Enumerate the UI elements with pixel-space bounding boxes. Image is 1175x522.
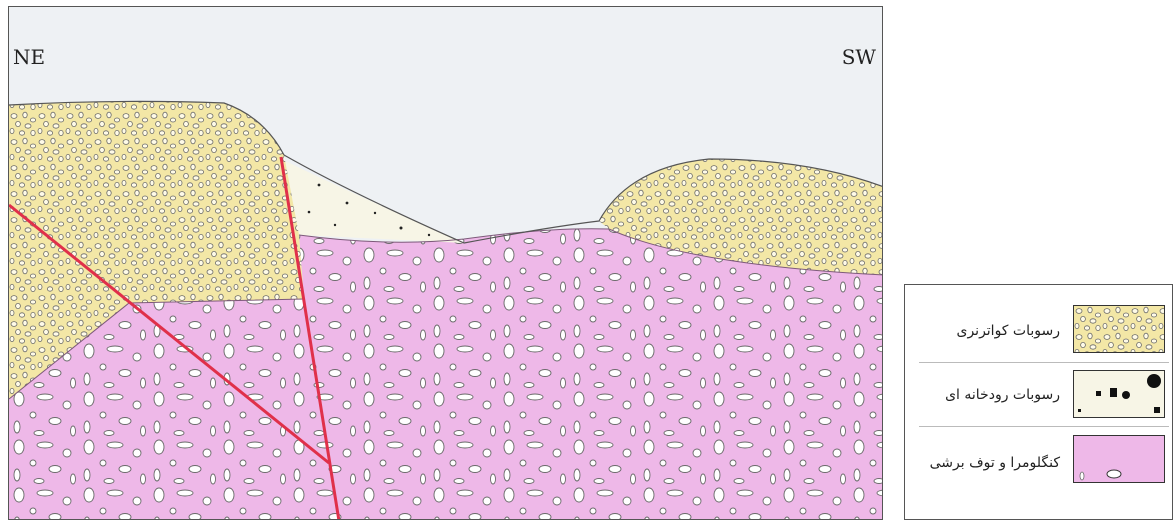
legend-label-alluvium: رسوبات رودخانه ای [945,387,1060,403]
legend-divider [919,362,1169,363]
direction-label-sw: SW [842,45,876,69]
cross-section-drawing [9,7,883,520]
direction-label-ne: NE [13,45,45,69]
legend-swatch-alluvium [1073,370,1165,418]
legend-panel: رسوبات کواترنری رسوبات رودخانه ای کنگلوم… [904,284,1173,520]
legend-label-conglomerate: کنگلومرا و توف برشی [930,455,1060,471]
legend-divider [919,426,1169,427]
cross-section-panel: NE SW [8,6,883,520]
legend-swatch-conglomerate [1073,435,1165,483]
legend-label-quaternary: رسوبات کواترنری [956,323,1060,339]
legend-swatch-quaternary [1073,305,1165,353]
